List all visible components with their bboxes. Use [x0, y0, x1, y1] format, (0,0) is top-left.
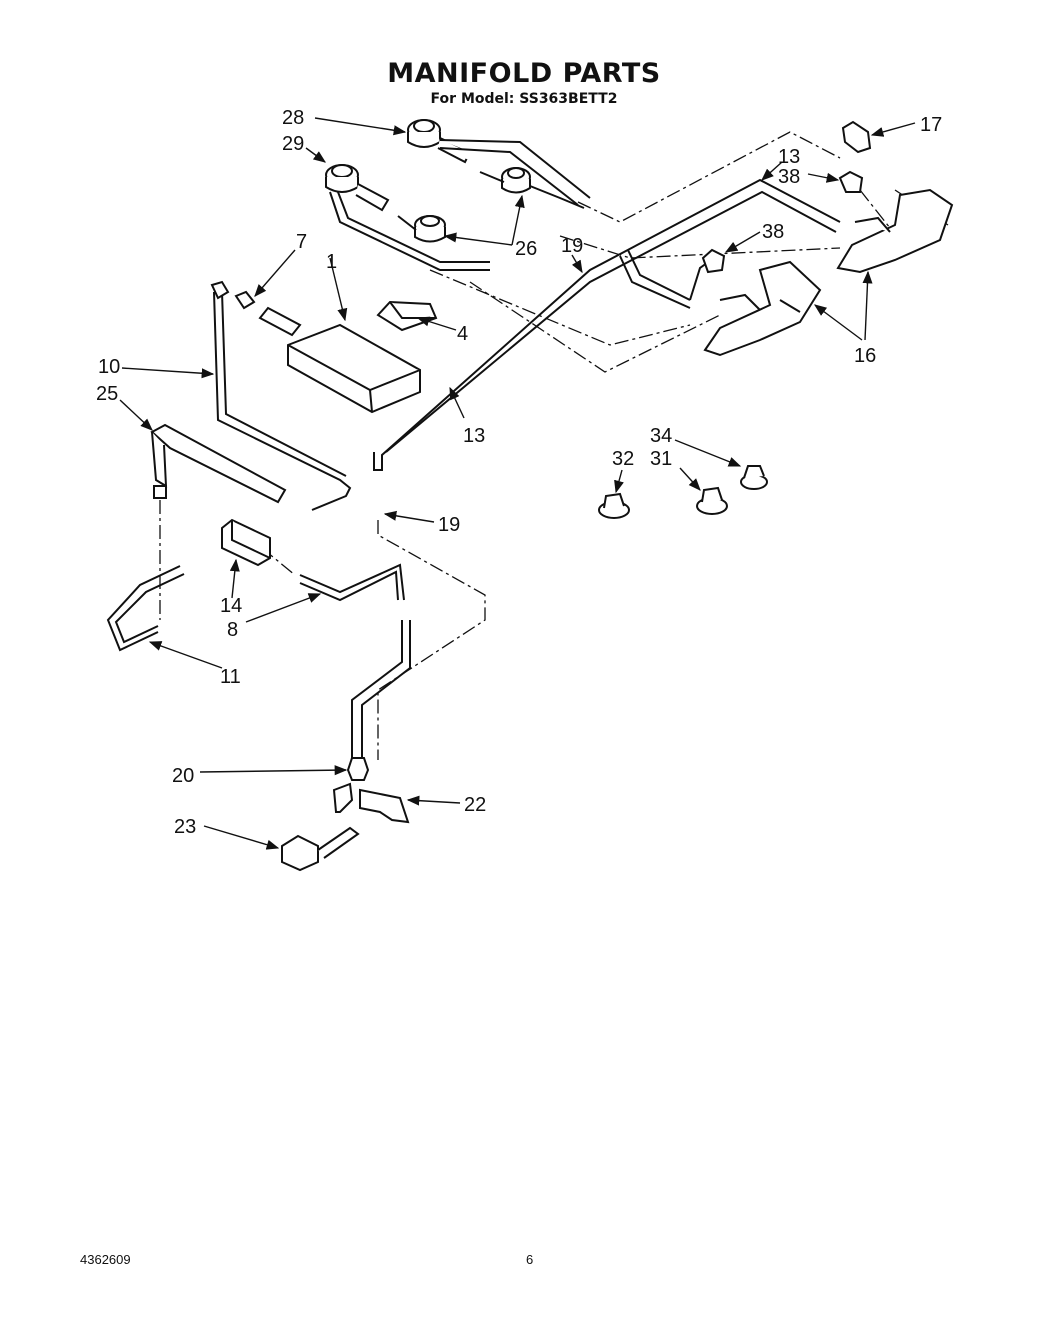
callout-31: 31	[650, 448, 672, 470]
callout-11: 11	[220, 666, 241, 688]
callout-7: 7	[296, 231, 307, 253]
manifold-bracket-22	[332, 782, 410, 824]
burner-28	[407, 119, 591, 206]
callout-16: 16	[854, 345, 876, 367]
regulator-14	[221, 518, 271, 567]
oven-burner-1	[258, 306, 421, 414]
callout-28: 28	[282, 107, 304, 129]
callout-29: 29	[282, 133, 304, 155]
knob-31	[696, 486, 728, 515]
callout-19-upper: 19	[561, 235, 583, 257]
callout-1: 1	[326, 251, 337, 273]
page-title: MANIFOLD PARTS	[387, 58, 661, 89]
tube-8	[299, 563, 405, 602]
burner-26a	[479, 167, 585, 209]
igniter-25	[150, 423, 287, 504]
callout-26: 26	[515, 238, 537, 260]
callout-23: 23	[174, 816, 196, 838]
callout-25: 25	[96, 383, 118, 405]
alignment-lines	[159, 131, 949, 760]
burner-tube-16-right	[836, 188, 954, 274]
pressure-regulator-23	[281, 826, 360, 872]
callout-13-lower: 13	[463, 425, 485, 447]
fitting-20	[346, 757, 370, 781]
callout-4: 4	[457, 323, 468, 345]
callout-labels: 28 29 13 38 17 7 1 26 19 38 4 16 10 25 1…	[96, 107, 942, 838]
knob-32	[598, 492, 630, 519]
pilot-tube-10	[213, 291, 352, 511]
burner-29	[325, 164, 490, 271]
callout-34: 34	[650, 425, 672, 447]
tube-11	[106, 565, 185, 652]
callout-38-upper: 38	[778, 166, 800, 188]
fitting-7	[210, 280, 256, 310]
valve-17	[841, 120, 872, 154]
manifold-tube-13	[373, 178, 841, 471]
callout-38-lower: 38	[762, 221, 784, 243]
callout-14: 14	[220, 595, 242, 617]
bracket-4	[376, 300, 438, 332]
callout-8: 8	[227, 619, 238, 641]
callout-20: 20	[172, 765, 194, 787]
callout-22: 22	[464, 794, 486, 816]
burner-26b	[397, 215, 446, 243]
knob-34	[740, 465, 768, 490]
orifice-38-rear	[838, 170, 864, 193]
callout-32: 32	[612, 448, 634, 470]
callout-17: 17	[920, 114, 942, 136]
callout-leaders	[119, 117, 916, 850]
supply-line	[351, 620, 411, 760]
orifice-38-front	[701, 248, 726, 274]
callout-19-lower: 19	[438, 514, 460, 536]
burner-tube-16-left	[703, 260, 822, 357]
callout-13-upper: 13	[778, 146, 800, 168]
page-number: 6	[526, 1252, 534, 1267]
model-subtitle: For Model: SS363BETT2	[430, 91, 618, 107]
callout-10: 10	[98, 356, 120, 378]
document-number: 4362609	[80, 1252, 131, 1267]
